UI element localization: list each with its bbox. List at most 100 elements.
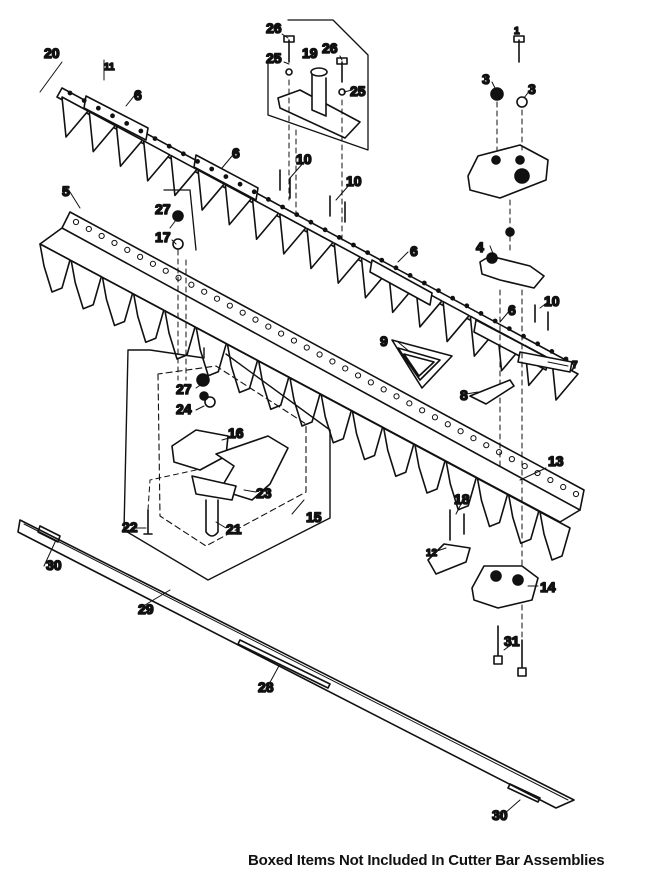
knife-rivet: [110, 113, 115, 119]
knife-tooth: [251, 198, 280, 241]
guard-hole: [547, 476, 554, 484]
knife-tooth: [306, 227, 334, 270]
guard-finger: [414, 444, 446, 494]
knife-rivet: [336, 234, 342, 240]
guard-finger: [445, 460, 478, 511]
knife-tooth: [170, 154, 198, 197]
knife-rivet: [180, 151, 186, 157]
knife-rivet: [478, 310, 484, 316]
guard-fingers: [39, 243, 571, 561]
knife-tooth: [88, 110, 117, 153]
leader-lines: [39, 33, 569, 815]
guard-hole: [329, 358, 336, 365]
guard-hole: [457, 428, 464, 435]
guard-hole: [226, 302, 233, 309]
guard-finger: [382, 427, 415, 478]
nut-24b: [199, 391, 209, 401]
knife-head-boss: [514, 168, 530, 184]
bolt-18: [449, 509, 465, 541]
callout-28: 28: [258, 679, 274, 695]
washer-17: [172, 238, 184, 250]
knife-rivet: [152, 136, 158, 142]
knife-tooth: [224, 183, 253, 226]
callout-5: 5: [62, 183, 70, 199]
knife-rivet: [209, 166, 215, 172]
callout-6c: 6: [410, 243, 418, 259]
knife-teeth: [61, 96, 579, 401]
callout-25b: 25: [350, 83, 366, 99]
guard-hole: [72, 218, 80, 226]
knife-rivet: [308, 219, 314, 225]
callout-14: 14: [540, 579, 556, 595]
knife-tooth: [115, 125, 144, 168]
nut-3a: [490, 87, 504, 101]
knife-rivet: [265, 196, 271, 202]
knife-rivet: [322, 227, 328, 233]
guard-finger: [476, 477, 509, 528]
guard-hole: [470, 435, 477, 442]
callout-11: 11: [104, 62, 115, 73]
guard-hole: [175, 274, 182, 281]
hold-down-box: [123, 347, 331, 581]
callout-10b: 10: [346, 173, 362, 189]
guard-hole: [367, 379, 374, 386]
guard-finger: [39, 243, 71, 293]
knife-rivet: [421, 280, 427, 286]
callout-26b: 26: [322, 40, 338, 56]
pitman-bracket-box: [267, 19, 369, 241]
strap-inner: [23, 523, 569, 801]
guard-hole: [124, 246, 131, 253]
knife-head-hole-b: [491, 155, 501, 165]
bearing-14-hole-b: [512, 574, 524, 586]
guard-hole: [431, 414, 439, 421]
guard-hole: [98, 232, 105, 240]
knife-rivet: [464, 303, 470, 309]
guard-hole: [111, 239, 118, 247]
callout-31: 31: [504, 633, 520, 649]
guard-finger: [132, 293, 165, 344]
knife-rivet: [351, 242, 356, 248]
guard-hole: [252, 316, 259, 323]
knife-rivet: [393, 265, 399, 271]
guard-finger: [101, 276, 134, 327]
callout-23: 23: [256, 485, 272, 501]
guard-hole: [495, 449, 503, 456]
knife-rivet: [436, 288, 441, 294]
callout-24: 24: [176, 401, 192, 417]
knife-rivet: [67, 90, 73, 96]
knife-head-hole-a: [515, 155, 525, 165]
callout-22: 22: [122, 519, 138, 535]
reinforcing-strap: [17, 519, 575, 809]
callout-30a: 30: [46, 557, 62, 573]
callout-15: 15: [306, 509, 322, 525]
guard-hole: [290, 337, 298, 344]
guard-finger: [351, 410, 384, 461]
guard-hole: [508, 456, 515, 463]
guard-hole: [162, 267, 169, 274]
box-inner-dashed: [157, 365, 307, 547]
bolt-26b: [336, 57, 348, 83]
strap-slot-28: [237, 639, 331, 689]
knife-tooth: [61, 96, 89, 138]
knife-head-block: [467, 144, 549, 199]
guard-hole: [278, 330, 285, 337]
knife-head-bar: [517, 351, 573, 373]
bolt-1-shaft: [513, 35, 525, 63]
callout-17: 17: [155, 229, 171, 245]
guard-hole: [316, 351, 323, 358]
knife-rivet: [450, 295, 456, 301]
guard-hole: [521, 463, 528, 470]
guard-finger: [226, 343, 259, 394]
knife-tooth: [142, 140, 171, 182]
guard-hole: [483, 442, 490, 449]
knife-tooth: [333, 242, 362, 284]
callout-25a: 25: [266, 50, 282, 66]
callout-26a: 26: [266, 20, 282, 36]
callout-20: 20: [44, 45, 60, 61]
knife-section-8: [469, 379, 515, 405]
knife-rivet: [506, 326, 512, 332]
callout-6b: 6: [232, 145, 240, 161]
plate-lower: [191, 475, 237, 501]
guard-hole: [201, 288, 208, 295]
